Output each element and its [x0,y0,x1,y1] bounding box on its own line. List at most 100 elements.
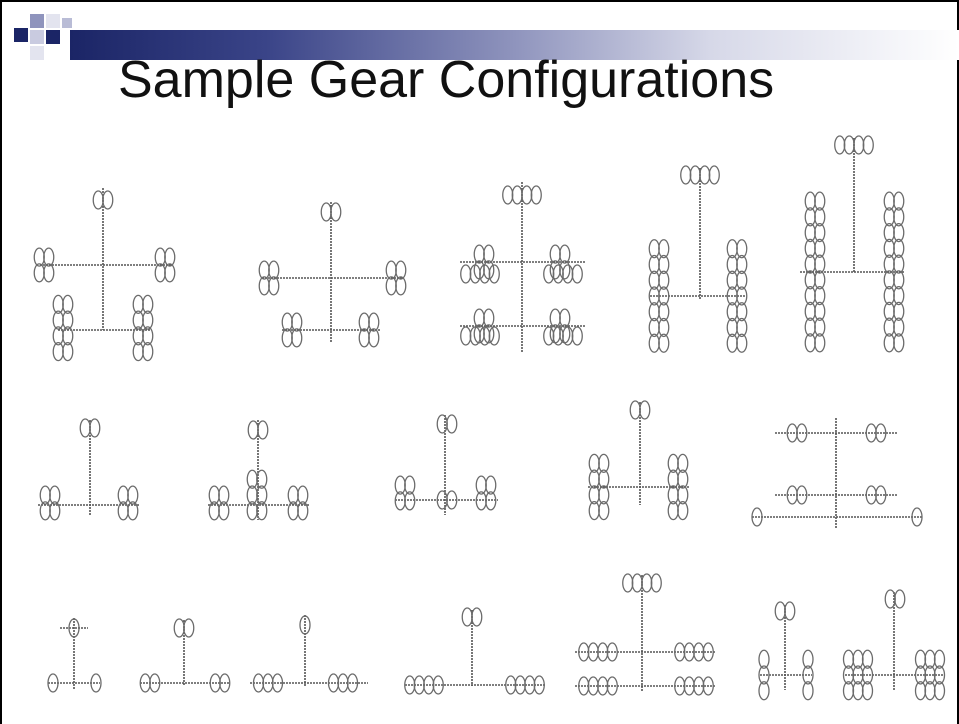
gear-config [394,414,498,515]
gear [142,310,154,330]
gear [814,254,826,274]
gear [404,475,416,495]
gear [43,247,55,267]
gear [62,294,74,315]
gear [92,190,104,210]
gear [142,341,154,362]
gear [502,185,514,205]
slide-frame-right [957,0,959,724]
gear [736,239,748,259]
gear [485,491,497,511]
gear [598,453,610,474]
gear [814,222,826,243]
gear [218,501,230,521]
gear [598,485,610,505]
gear-config [38,418,140,521]
gear [680,165,692,185]
gear [559,308,571,328]
gear [894,589,906,609]
gear [530,185,542,205]
gear [751,507,763,527]
gear [483,324,495,344]
gear [102,190,114,210]
gear [559,244,571,264]
gear [49,501,61,521]
gear [629,400,641,420]
gear [796,485,808,505]
gear-config [404,607,545,695]
gear [658,270,670,290]
gear [834,135,846,155]
gear [571,264,583,284]
gear [736,286,748,306]
gear [689,165,701,185]
gear [677,500,689,521]
gear [395,260,407,280]
gear [256,485,268,505]
gear [861,665,874,685]
gear [862,135,874,155]
gear [142,326,154,346]
gear [562,264,574,284]
gear [460,264,472,284]
gear [875,485,887,505]
gear [432,675,444,695]
gear [893,207,905,227]
gear [291,328,303,348]
gear [893,333,905,353]
gear [814,301,826,322]
gear [164,263,176,283]
gear [256,501,268,521]
gear [368,328,380,348]
gear [893,238,905,259]
gear [256,469,268,489]
gear [911,507,923,527]
slide-frame-left [0,0,2,724]
gear [291,312,303,332]
gear-config [648,165,748,353]
gear [893,301,905,322]
gear [446,490,458,510]
gear [875,423,887,443]
gear [758,665,770,685]
gear [658,239,670,259]
gear [43,263,55,283]
gear [853,135,865,155]
gear [933,649,946,669]
gear [485,475,497,495]
gear [511,185,523,205]
decorative-square [30,14,44,28]
gear-config [139,618,231,693]
gear [843,135,855,155]
gear [893,254,905,274]
gear [802,649,814,669]
gear [521,185,533,205]
gear [736,333,748,353]
decorative-squares [8,8,88,68]
gear [395,276,407,296]
gear [127,501,139,521]
gear [49,485,61,505]
gear [606,642,618,662]
gear [774,601,786,621]
gear [330,202,342,222]
gear [488,326,500,346]
slide-frame-top [0,0,959,2]
gear [893,270,905,290]
gear [62,326,74,346]
gear [893,191,905,211]
gear [736,302,748,322]
gear-config [208,420,310,521]
gear [814,333,826,353]
gear [404,491,416,511]
gear [247,420,259,440]
gear-config [47,618,102,693]
gear-config [588,400,690,521]
gear [598,469,610,489]
gear [814,317,826,337]
gear [736,270,748,290]
gear [699,165,711,185]
gear [346,673,359,693]
gear [164,247,176,267]
gear [483,308,495,328]
